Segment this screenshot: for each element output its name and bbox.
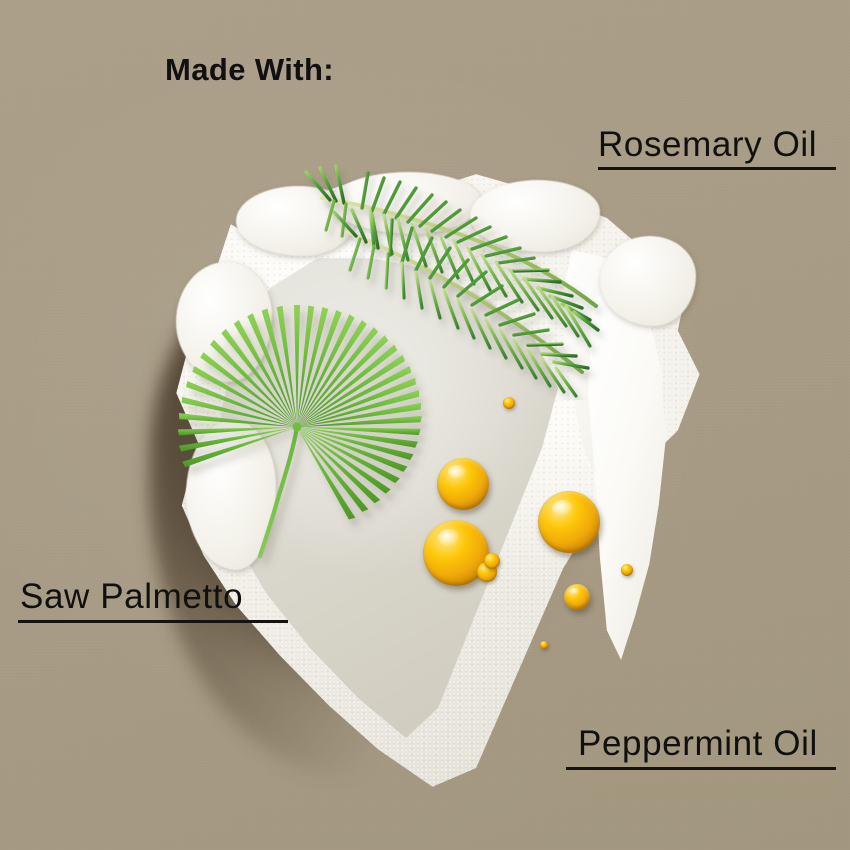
ingredient-underline-saw-palmetto — [18, 620, 288, 623]
oil-droplet — [621, 564, 633, 576]
ingredient-label-peppermint-oil: Peppermint Oil — [578, 724, 818, 763]
ingredient-underline-peppermint-oil — [566, 767, 836, 770]
oil-droplet — [437, 458, 489, 510]
page-title: Made With: — [165, 52, 335, 87]
oil-droplet — [564, 584, 590, 610]
ingredient-label-saw-palmetto: Saw Palmetto — [20, 577, 244, 616]
oil-droplet — [484, 553, 500, 569]
smear-crumb-lump — [470, 180, 600, 252]
ingredient-underline-rosemary-oil — [598, 167, 836, 170]
smear-crumb-lump — [600, 236, 696, 326]
oil-droplet — [423, 520, 489, 586]
rosemary-sprig — [304, 164, 600, 398]
saw-palmetto-leaf — [177, 305, 422, 559]
oil-droplet — [538, 491, 600, 553]
oil-droplet — [503, 397, 515, 409]
oil-droplet — [540, 641, 548, 649]
ingredient-label-rosemary-oil: Rosemary Oil — [598, 125, 818, 164]
